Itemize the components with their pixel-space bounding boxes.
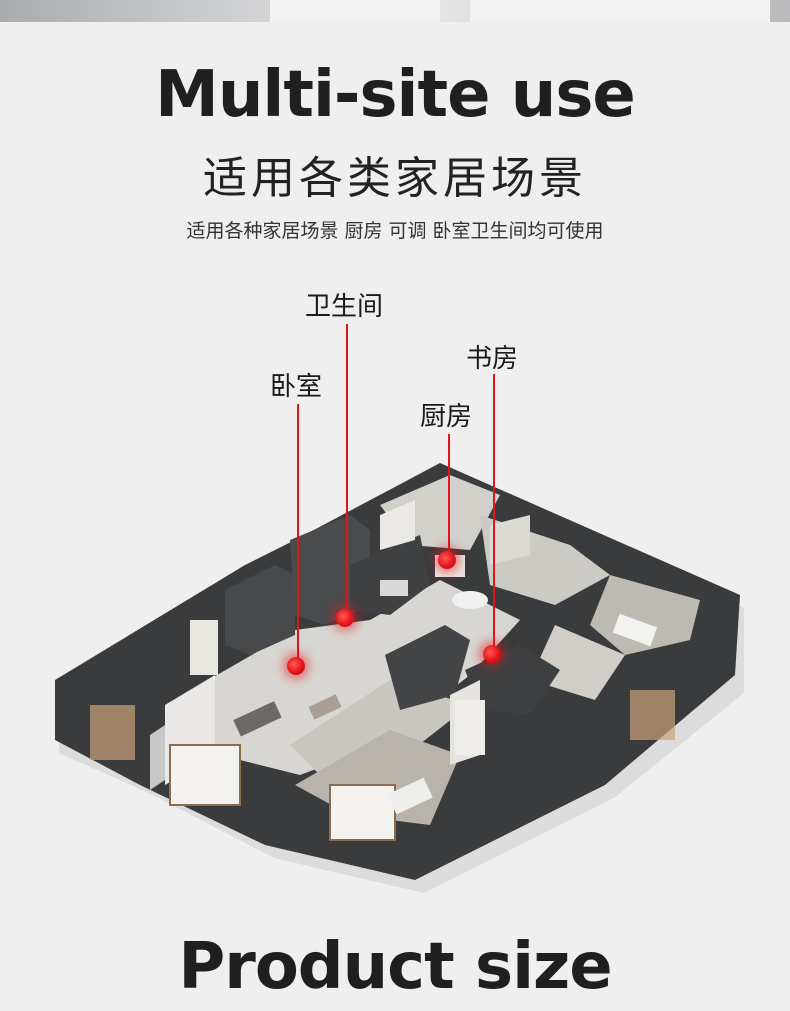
window-1 bbox=[90, 705, 135, 760]
bedroom-pin bbox=[287, 657, 305, 675]
bed bbox=[387, 777, 433, 815]
window-4 bbox=[630, 690, 675, 740]
photo-panel-left bbox=[270, 0, 440, 22]
wardrobe bbox=[190, 620, 218, 675]
window-3 bbox=[329, 784, 396, 841]
subtitle: 适用各种家居场景 厨房 可调 卧室卫生间均可使用 bbox=[186, 220, 604, 242]
title-chinese: 适用各类家居场景 bbox=[203, 153, 587, 204]
photo-panel-right bbox=[470, 0, 770, 22]
product-size-heading: Product size bbox=[178, 930, 612, 1004]
bathroom-pin-line bbox=[346, 324, 348, 614]
bedroom-label: 卧室 bbox=[270, 372, 323, 402]
bedroom-pin-line bbox=[297, 404, 299, 664]
window-2 bbox=[169, 744, 241, 806]
kitchen-pin bbox=[438, 551, 456, 569]
sofa bbox=[233, 701, 282, 737]
table bbox=[308, 694, 342, 720]
kitchen-pin-line bbox=[448, 434, 450, 558]
title-english: Multi-site use bbox=[155, 58, 636, 132]
kitchen-label: 厨房 bbox=[420, 402, 473, 432]
top-photo-strip bbox=[0, 0, 790, 22]
bathroom-label: 卫生间 bbox=[305, 292, 384, 322]
art-frames bbox=[380, 580, 408, 596]
right-bedroom-floor bbox=[590, 575, 700, 655]
corridor-floor bbox=[290, 680, 470, 775]
study-pin bbox=[483, 645, 501, 663]
bed-right bbox=[612, 613, 658, 647]
floorplan-illustration bbox=[55, 463, 744, 893]
study-pin-line bbox=[493, 374, 495, 650]
wardrobe-2 bbox=[455, 700, 485, 755]
study-label: 书房 bbox=[466, 344, 519, 374]
dining-table bbox=[452, 591, 488, 609]
right-room-floor bbox=[530, 625, 625, 700]
bathroom-pin bbox=[336, 609, 354, 627]
